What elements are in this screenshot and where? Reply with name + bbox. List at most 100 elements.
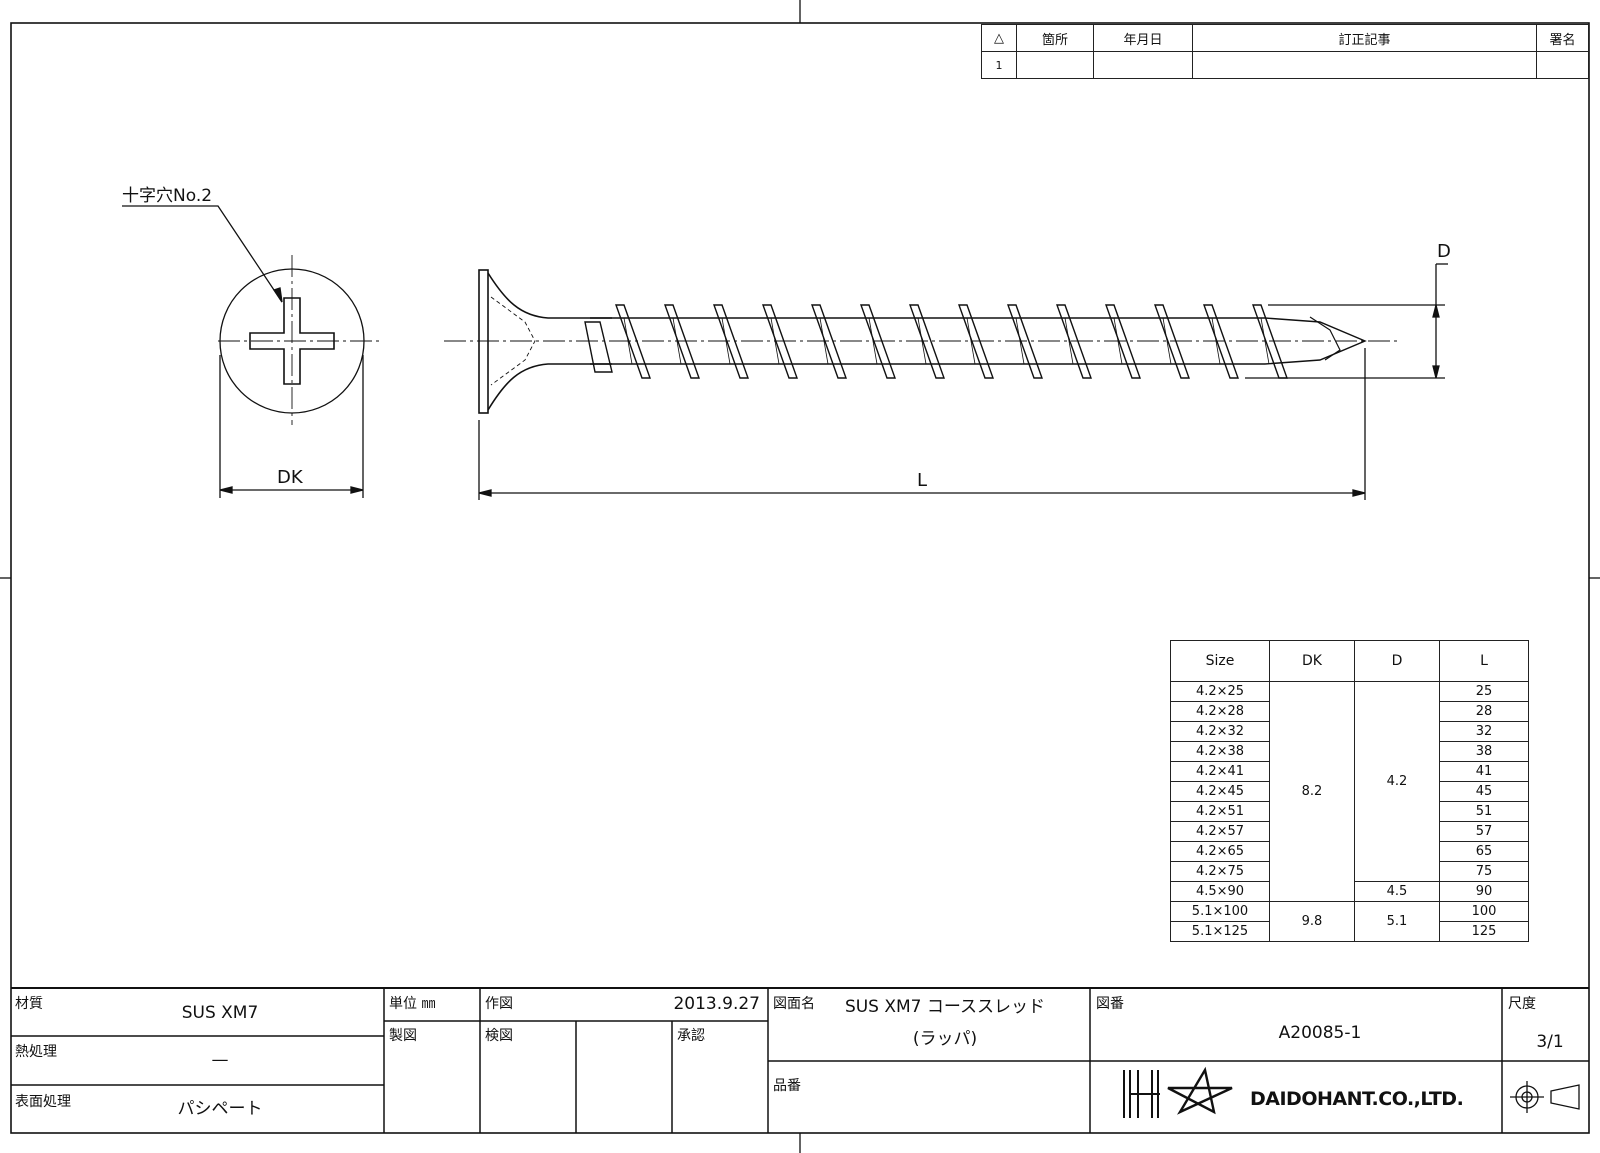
thread-start bbox=[584, 321, 613, 373]
length-cell: 25 bbox=[1439, 681, 1529, 702]
length-cell: 51 bbox=[1439, 801, 1529, 822]
thread-root bbox=[721, 317, 731, 365]
drawing-name-line1: SUS XM7 コーススレッド bbox=[844, 997, 1046, 1017]
dim-label-dk: DK bbox=[277, 467, 303, 488]
length-cell: 65 bbox=[1439, 841, 1529, 862]
size-cell: 4.2×51 bbox=[1170, 801, 1270, 822]
l-header: L bbox=[1439, 640, 1529, 682]
dim-label-d: D bbox=[1437, 241, 1451, 262]
drawing-name-label: 図面名 bbox=[773, 996, 815, 1012]
revision-table: △ 箇所 年月日 訂正記事 署名 1 bbox=[981, 24, 1589, 79]
size-cell: 4.2×25 bbox=[1170, 681, 1270, 702]
size-cell: 4.2×57 bbox=[1170, 821, 1270, 842]
table-row: 4.2×51 51 bbox=[1170, 801, 1529, 822]
table-row: 4.2×65 65 bbox=[1170, 841, 1529, 862]
thread-root bbox=[917, 317, 927, 365]
thread-crest bbox=[762, 304, 798, 379]
scale-label: 尺度 bbox=[1508, 996, 1536, 1012]
thread-crest bbox=[713, 304, 749, 379]
dim-label-l: L bbox=[917, 470, 928, 491]
thread-root bbox=[966, 317, 976, 365]
recess-note: 十字穴No.2 bbox=[122, 186, 213, 206]
approved-label: 承認 bbox=[677, 1028, 705, 1044]
length-cell: 45 bbox=[1439, 781, 1529, 802]
rev-cell bbox=[1536, 51, 1589, 79]
company-name: DAIDOHANT.CO.,LTD. bbox=[1250, 1088, 1464, 1110]
size-header: Size bbox=[1170, 640, 1270, 682]
surface-treatment-label: 表面処理 bbox=[15, 1094, 71, 1110]
length-cell: 41 bbox=[1439, 761, 1529, 782]
thread-crest bbox=[860, 304, 896, 379]
drawing-name-line2: (ラッパ) bbox=[912, 1029, 978, 1049]
length-cell: 125 bbox=[1439, 921, 1529, 942]
rev-header-date: 年月日 bbox=[1093, 24, 1193, 52]
thread-root bbox=[623, 317, 633, 365]
thread-crest bbox=[909, 304, 945, 379]
phillips-recess-icon bbox=[249, 297, 335, 385]
drawing-number: A20085-1 bbox=[1278, 1023, 1362, 1043]
screw-side-view bbox=[444, 263, 1448, 500]
size-cell: 5.1×125 bbox=[1170, 921, 1270, 942]
thread-crest bbox=[1007, 304, 1043, 379]
size-cell: 4.2×45 bbox=[1170, 781, 1270, 802]
thread-crest bbox=[958, 304, 994, 379]
size-cell: 5.1×100 bbox=[1170, 901, 1270, 922]
table-row: 5.1×125 125 bbox=[1170, 921, 1529, 942]
size-cell: 4.2×41 bbox=[1170, 761, 1270, 782]
d-header: D bbox=[1354, 640, 1440, 682]
length-cell: 38 bbox=[1439, 741, 1529, 762]
rev-cell: 1 bbox=[981, 51, 1017, 79]
length-cell: 75 bbox=[1439, 861, 1529, 882]
size-cell: 4.2×38 bbox=[1170, 741, 1270, 762]
dk-cell: 8.2 bbox=[1269, 681, 1355, 902]
thread-crest bbox=[1105, 304, 1141, 379]
size-cell: 4.2×65 bbox=[1170, 841, 1270, 862]
length-cell: 57 bbox=[1439, 821, 1529, 842]
thread-root bbox=[1015, 317, 1025, 365]
thread-root bbox=[1064, 317, 1074, 365]
rev-cell bbox=[1192, 51, 1537, 79]
rev-cell bbox=[1016, 51, 1094, 79]
size-cell: 4.2×32 bbox=[1170, 721, 1270, 742]
table-row: 4.2×57 57 bbox=[1170, 821, 1529, 842]
drafted-label: 作図 bbox=[485, 996, 513, 1012]
thread-root bbox=[672, 317, 682, 365]
thread-root bbox=[1162, 317, 1172, 365]
unit-label: 単位 ㎜ bbox=[389, 996, 436, 1012]
thread-root bbox=[1260, 317, 1270, 365]
rev-header-location: 箇所 bbox=[1016, 24, 1094, 52]
thread-root bbox=[868, 317, 878, 365]
table-row: 4.2×41 41 bbox=[1170, 761, 1529, 782]
size-cell: 4.2×75 bbox=[1170, 861, 1270, 882]
rev-header-description: 訂正記事 bbox=[1192, 24, 1537, 52]
material-value: SUS XM7 bbox=[181, 1003, 259, 1023]
thread-crest bbox=[1056, 304, 1092, 379]
scale-value: 3/1 bbox=[1536, 1032, 1564, 1052]
made-label: 製図 bbox=[389, 1028, 417, 1044]
thread-crest bbox=[1154, 304, 1190, 379]
dk-cell: 9.8 bbox=[1269, 901, 1355, 942]
d-cell: 4.2 bbox=[1354, 681, 1440, 882]
length-cell: 100 bbox=[1439, 901, 1529, 922]
drawing-number-label: 図番 bbox=[1096, 996, 1124, 1012]
surface-treatment-value: パシペート bbox=[177, 1099, 263, 1119]
length-cell: 32 bbox=[1439, 721, 1529, 742]
size-cell: 4.5×90 bbox=[1170, 881, 1270, 902]
projection-symbol-icon bbox=[1510, 1081, 1580, 1113]
thread-crest bbox=[1203, 304, 1239, 379]
rev-header-mark: △ bbox=[981, 24, 1017, 52]
length-cell: 28 bbox=[1439, 701, 1529, 722]
thread-crest bbox=[811, 304, 847, 379]
thread-crest bbox=[615, 304, 651, 379]
head-top-view bbox=[122, 205, 380, 498]
thread-root bbox=[1113, 317, 1123, 365]
rev-header-signature: 署名 bbox=[1536, 24, 1589, 52]
table-row: 4.2×75 75 bbox=[1170, 861, 1529, 882]
d-cell: 4.5 bbox=[1354, 881, 1440, 902]
title-block-lines bbox=[11, 987, 1589, 1133]
